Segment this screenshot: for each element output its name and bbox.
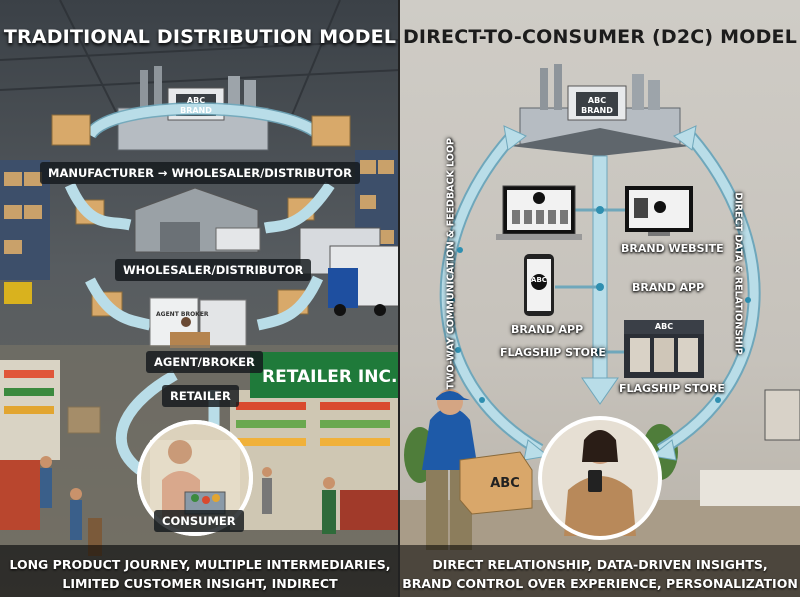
phone-icon <box>524 254 554 316</box>
left-footer-line-1: LONG PRODUCT JOURNEY, MULTIPLE INTERMEDI… <box>9 557 391 572</box>
customer-portrait <box>540 418 660 538</box>
store-logo: ABC <box>654 322 674 331</box>
left-footer-bar <box>0 545 400 597</box>
traditional-title: TRADITIONAL DISTRIBUTION MODEL <box>3 26 397 48</box>
d2c-illustration <box>400 64 800 597</box>
store-shelves <box>0 360 400 530</box>
wholesaler-warehouse-icon <box>134 187 261 253</box>
truck-icon <box>299 227 400 316</box>
consumer-label: CONSUMER <box>154 510 244 532</box>
wall-picture <box>764 389 800 441</box>
traditional-model-panel: AGENT BROKER RETAILER INC. <box>0 0 400 597</box>
d2c-model-panel: DIRECT-TO-CONSUMER (D2C) MODEL ABC BRAND… <box>400 0 800 597</box>
wholesaler-label: WHOLESALER/DISTRIBUTOR <box>115 259 312 281</box>
manufacturer-wholesaler-label: MANUFACTURER → WHOLESALER/DISTRIBUTOR <box>40 162 360 184</box>
brand-app-label: BRAND APP <box>511 323 584 336</box>
flagship-store-label: FLAGSHIP STORE <box>619 382 725 395</box>
box-logo: ABC <box>490 476 520 491</box>
agent-sign-text: AGENT BROKER <box>156 311 209 318</box>
factory-brand-logo: ABC BRAND <box>180 96 212 115</box>
flagship-store-left-label: FLAGSHIP STORE <box>500 346 606 359</box>
left-footer: LONG PRODUCT JOURNEY, MULTIPLE INTERMEDI… <box>0 555 400 597</box>
d2c-factory-brand-logo: ABC BRAND <box>581 96 613 115</box>
d2c-title: DIRECT-TO-CONSUMER (D2C) MODEL <box>402 26 798 48</box>
right-footer: DIRECT RELATIONSHIP, DATA-DRIVEN INSIGHT… <box>400 555 800 593</box>
monitor-icon <box>625 186 693 236</box>
flagship-store-icon <box>624 320 704 378</box>
agent-broker-office-icon <box>149 297 247 348</box>
sofa <box>700 470 800 506</box>
d2c-factory-icon <box>510 64 690 156</box>
retailer-sign-text: RETAILER INC. <box>262 367 397 387</box>
brand-website-label: BRAND WEBSITE <box>621 242 724 255</box>
feedback-loop-arc-label: TWO-WAY COMMUNICATION & FEEDBACK LOOP <box>445 137 457 390</box>
right-footer-bar <box>400 545 800 597</box>
laptop-icon <box>496 185 582 240</box>
right-footer-line-1: DIRECT RELATIONSHIP, DATA-DRIVEN INSIGHT… <box>432 557 768 572</box>
forklift <box>4 282 32 304</box>
delivery-person <box>422 389 478 550</box>
package-box-icon <box>459 451 533 515</box>
right-footer-line-2: BRAND CONTROL OVER EXPERIENCE, PERSONALI… <box>402 576 798 591</box>
direct-data-arc-label: DIRECT DATA & RELATIONSHIP <box>732 192 744 355</box>
brand-app-side-label: BRAND APP <box>632 281 705 294</box>
retailer-label: RETAILER <box>162 385 239 407</box>
shopper-figures <box>40 456 336 556</box>
agent-broker-label: AGENT/BROKER <box>146 351 263 373</box>
consumer-portrait <box>137 420 253 536</box>
left-footer-line-2: LIMITED CUSTOMER INSIGHT, INDIRECT COMMU… <box>62 576 338 597</box>
retailer-sign <box>250 352 400 398</box>
phone-logo: ABC <box>531 276 547 284</box>
traditional-illustration: AGENT BROKER RETAILER INC. <box>0 66 400 556</box>
